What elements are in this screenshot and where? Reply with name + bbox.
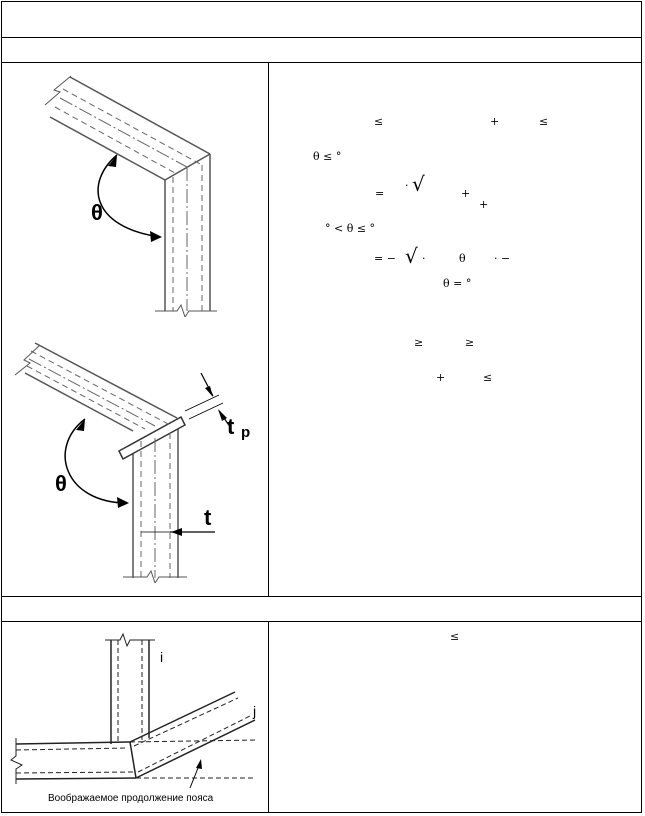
column-divider (268, 62, 269, 596)
formula-glyph: ≤ (539, 115, 549, 128)
formula-glyph: θ ≤ ° (313, 150, 342, 163)
formula-glyph: √ (405, 244, 418, 268)
theta-label-2: θ (55, 471, 67, 496)
tp-label-t: t (227, 414, 235, 439)
t-label: t (204, 505, 212, 530)
member-i-label: i (160, 649, 164, 665)
chord-branch-figure: i j Воображаемое продолжение пояса (10, 628, 260, 810)
formula-glyph: + (436, 371, 446, 384)
column-divider-2 (268, 621, 269, 813)
section-row-divider (1, 62, 642, 63)
formula-glyph: ≥ (465, 336, 475, 349)
formula-glyph: θ = ° (443, 277, 472, 290)
theta-label: θ (91, 200, 103, 225)
formula-glyph: · − (494, 252, 511, 265)
member-j-label: j (253, 703, 257, 719)
tp-label-p: p (241, 424, 251, 441)
plate-joint-figure: t p t θ (5, 333, 265, 583)
knee-joint-figure: θ (5, 67, 260, 317)
chord-caption: Воображаемое продолжение пояса (48, 793, 214, 804)
formula-glyph: ≤ (450, 630, 460, 643)
formula-glyph: ≤ (483, 371, 493, 384)
formula-glyph: ° < θ ≤ ° (325, 222, 376, 235)
formula-glyph: + (490, 115, 500, 128)
formula-glyph: · (405, 179, 409, 192)
formula-glyph: θ (459, 252, 466, 265)
section-row-divider-3 (1, 621, 642, 622)
formula-glyph: + (479, 198, 489, 211)
formula-glyph: ≤ (374, 115, 384, 128)
formula-glyph: + (461, 187, 471, 200)
formula-glyph: = (375, 187, 385, 200)
formula-glyph: ≥ (414, 336, 424, 349)
formula-glyph: · (422, 252, 426, 265)
formula-glyph: √ (412, 172, 425, 196)
formula-glyph: = − (374, 252, 396, 265)
header-row-divider (1, 37, 642, 38)
section-row-divider-2 (1, 596, 642, 597)
